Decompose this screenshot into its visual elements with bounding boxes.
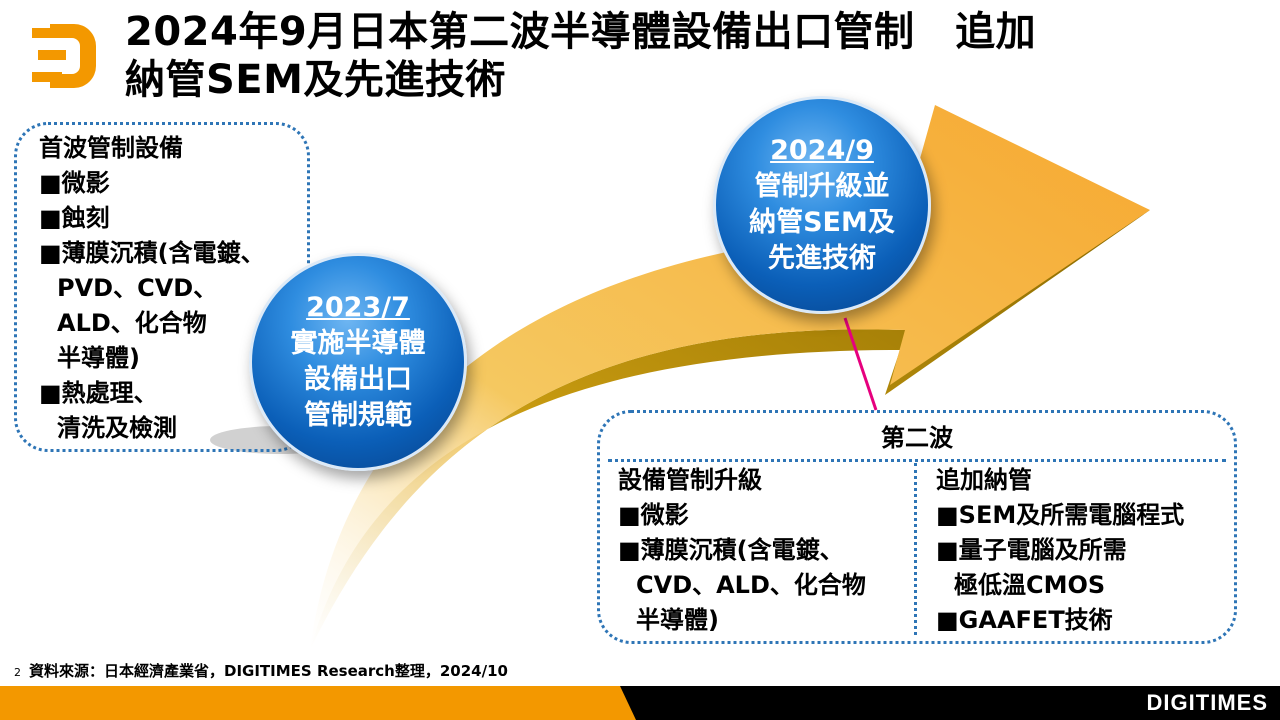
milestone-text: 納管SEM及 <box>749 207 895 238</box>
footer-bar-orange <box>0 686 660 720</box>
milestone-text: 設備出口 <box>304 364 412 395</box>
list-item: 極低溫CMOS <box>954 571 1106 599</box>
first-wave-heading: 首波管制設備 <box>39 134 183 162</box>
list-item: ■量子電腦及所需 <box>936 536 1127 564</box>
list-item: ■微影 <box>39 169 110 197</box>
list-item: 半導體) <box>57 344 140 372</box>
title-line-1: 2024年9月日本第二波半導體設備出口管制 追加 <box>125 9 1037 55</box>
column-heading: 追加納管 <box>936 466 1032 494</box>
milestone-text: 實施半導體 <box>290 328 426 359</box>
source-note: 2 資料來源：日本經濟產業省，DIGITIMES Research整理，2024/… <box>14 660 508 681</box>
footer-brand-logo: DIGITIMES <box>1146 690 1268 715</box>
page-title: 2024年9月日本第二波半導體設備出口管制 追加 納管SEM及先進技術 <box>125 8 1036 104</box>
page-number: 2 <box>14 666 21 679</box>
list-item: ALD、化合物 <box>57 309 207 337</box>
milestone-date: 2023/7 <box>306 292 410 323</box>
list-item: ■薄膜沉積(含電鍍、 <box>618 536 844 564</box>
footer-bar-black <box>620 686 1280 720</box>
list-item: ■熱處理、 <box>39 379 158 407</box>
title-line-2: 納管SEM及先進技術 <box>125 57 506 103</box>
milestone-text: 管制規範 <box>304 400 412 431</box>
list-item: 半導體) <box>636 606 719 634</box>
digitimes-logo-icon <box>32 24 96 88</box>
list-item: ■蝕刻 <box>39 204 110 232</box>
pointer-line <box>843 317 878 411</box>
list-item: ■SEM及所需電腦程式 <box>936 501 1185 529</box>
additional-control-column: 追加納管 ■SEM及所需電腦程式 ■量子電腦及所需 極低溫CMOS ■GAAFE… <box>936 463 1184 638</box>
second-wave-heading: 第二波 <box>881 424 953 452</box>
list-item: CVD、ALD、化合物 <box>636 571 866 599</box>
column-heading: 設備管制升級 <box>618 466 762 494</box>
first-wave-box: 首波管制設備 ■微影 ■蝕刻 ■薄膜沉積(含電鍍、 PVD、CVD、 ALD、化… <box>14 122 310 452</box>
list-item: ■GAAFET技術 <box>936 606 1113 634</box>
second-wave-box: 第二波 設備管制升級 ■微影 ■薄膜沉積(含電鍍、 CVD、ALD、化合物 半導… <box>597 410 1237 644</box>
milestone-2024-circle: 2024/9 管制升級並 納管SEM及 先進技術 <box>713 96 931 314</box>
milestone-2023-circle: 2023/7 實施半導體 設備出口 管制規範 <box>249 253 467 471</box>
source-text: 資料來源：日本經濟產業省，DIGITIMES Research整理，2024/1… <box>29 662 508 680</box>
milestone-date: 2024/9 <box>770 135 874 166</box>
divider <box>914 463 917 635</box>
equipment-upgrade-column: 設備管制升級 ■微影 ■薄膜沉積(含電鍍、 CVD、ALD、化合物 半導體) <box>618 463 866 638</box>
list-item: 清洗及檢測 <box>57 414 177 442</box>
list-item: ■微影 <box>618 501 689 529</box>
divider <box>608 459 1226 462</box>
list-item: ■薄膜沉積(含電鍍、 <box>39 239 265 267</box>
list-item: PVD、CVD、 <box>57 274 218 302</box>
milestone-text: 管制升級並 <box>754 171 890 202</box>
arrow-body <box>310 105 1150 650</box>
milestone-text: 先進技術 <box>768 243 876 274</box>
